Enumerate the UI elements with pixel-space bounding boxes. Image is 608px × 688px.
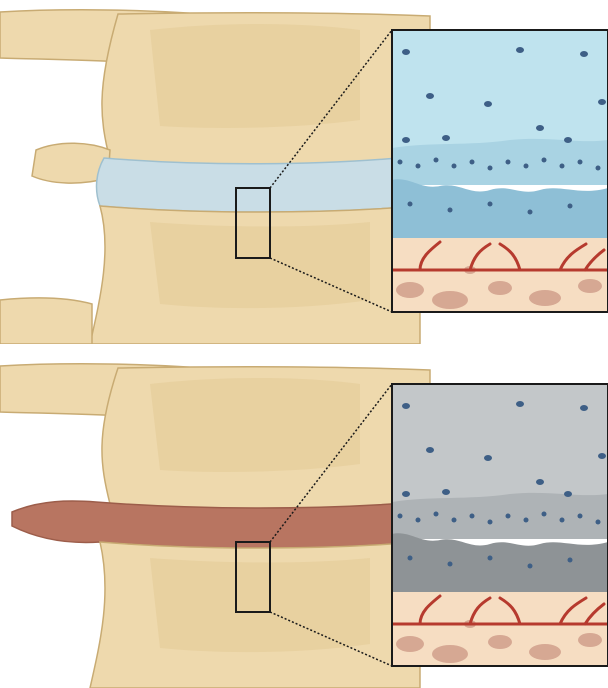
healthy-disc [97,156,420,212]
lower-vertebra [90,542,420,688]
upper-vertebra [0,10,430,183]
zoom-inset-healthy [392,30,608,312]
lower-vertebra [0,206,420,344]
upper-vertebra [0,364,430,510]
degenerated-disc [12,501,420,548]
degenerated-spine-panel [0,344,608,688]
healthy-spine-panel [0,0,608,344]
healthy-spine-illustration [0,0,608,344]
zoom-inset-degenerated [392,384,608,666]
degenerated-spine-illustration [0,344,608,688]
